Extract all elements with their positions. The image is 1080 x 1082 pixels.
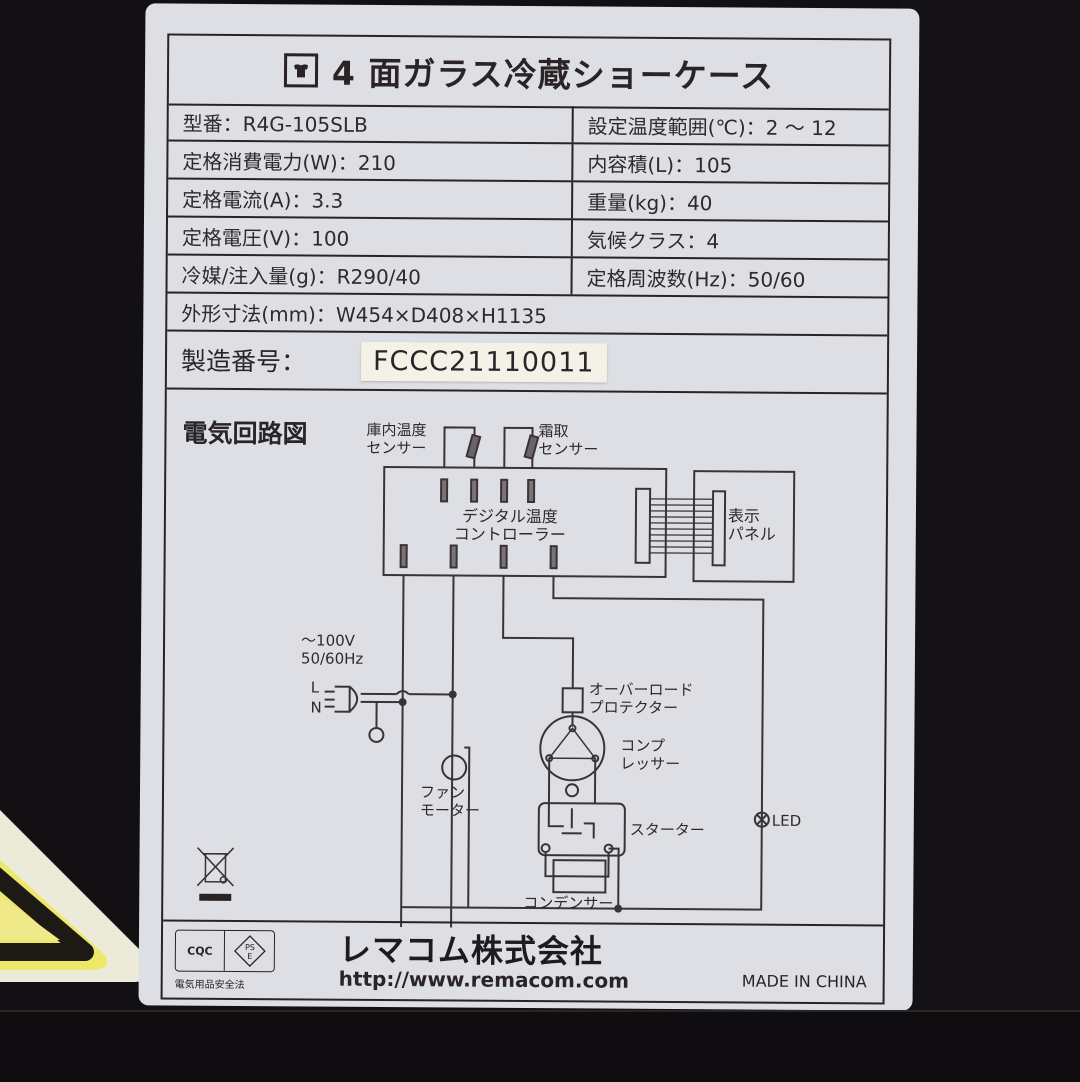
internal-temp-sensor-label: 庫内温度 センサー (366, 421, 426, 457)
spec-row: 型番：R4G-105SLB 設定温度範囲(℃)：2 ～ 12 (168, 103, 889, 147)
label-line: センサー (366, 438, 427, 458)
cqc-mark-icon: CQC (175, 930, 226, 971)
spec-row: 冷媒/注入量(g)：R290/40 定格周波数(Hz)：50/60 (167, 255, 888, 299)
warning-sticker-icon (0, 810, 153, 982)
neutral-label: N (310, 698, 322, 717)
spec-row: 外形寸法(mm)：W454×D408×H1135 (167, 293, 888, 337)
power-supply-label: ～100V 50/60Hz (301, 631, 364, 667)
label-line: センサー (538, 440, 599, 459)
weee-recycle-bin-icon (196, 847, 235, 901)
spec-row: 定格電圧(V)：100 気候クラス：4 (167, 217, 888, 261)
refrigerator-mark-icon (283, 53, 319, 88)
dimensions: 外形寸法(mm)：W454×D408×H1135 (181, 301, 547, 328)
label-line: 霜取 (538, 422, 569, 441)
appliance-body-bottom (0, 1010, 1080, 1082)
product-title: 4 面ガラス冷蔵ショーケース (331, 53, 775, 96)
serial-label: 製造番号： (180, 346, 307, 377)
capacity: 内容積(L)：105 (587, 151, 733, 177)
svg-text:PS: PS (244, 943, 254, 952)
label-line: 庫内温度 (366, 420, 427, 440)
label-line: 50/60Hz (300, 649, 364, 668)
label-line: ファン (419, 783, 466, 802)
label-line: コンプ (620, 736, 665, 755)
label-frame: 4 面ガラス冷蔵ショーケース 型番：R4G-105SLB 設定温度範囲(℃)：2… (160, 33, 892, 1005)
spec-row: 定格電流(A)：3.3 重量(kg)：40 (168, 179, 889, 223)
rated-power: 定格消費電力(W)：210 (168, 141, 574, 181)
controller-label: デジタル温度 コントローラー (453, 506, 566, 545)
live-label: L (310, 678, 320, 697)
label-line: パネル (727, 524, 776, 544)
rated-frequency: 定格周波数(Hz)：50/60 (586, 265, 806, 292)
label-line: モーター (419, 801, 480, 820)
circuit-diagram: 電気回路図 (163, 405, 887, 930)
compressor-label: コンプ レッサー (620, 737, 680, 773)
wiring-diagram-icon (324, 426, 796, 928)
temperature-range: 設定温度範囲(℃)：2 ～ 12 (587, 113, 837, 140)
serial-row: 製造番号： FCCC21110011 (166, 331, 888, 395)
label-line: デジタル温度 (462, 506, 558, 527)
svg-text:E: E (247, 952, 252, 961)
label-line: ～100V (301, 631, 356, 650)
rated-current: 定格電流(A)：3.3 (168, 179, 574, 219)
display-panel-label: 表示 パネル (727, 506, 776, 544)
weight: 重量(kg)：40 (587, 189, 713, 215)
appliance-body-right (900, 0, 1080, 1080)
made-in-label: MADE IN CHINA (741, 971, 867, 992)
spec-label: 4 面ガラス冷蔵ショーケース 型番：R4G-105SLB 設定温度範囲(℃)：2… (138, 3, 920, 1011)
label-title-row: 4 面ガラス冷蔵ショーケース (168, 35, 890, 111)
condenser-label: コンデンサー (523, 893, 614, 913)
electrical-safety-law-label: 電気用品安全法 (174, 979, 245, 992)
label-line: コントローラー (453, 524, 566, 545)
defrost-sensor-label: 霜取 センサー (538, 422, 598, 458)
fan-motor-label: ファン モーター (420, 783, 480, 819)
overload-protector-label: オーバーロード プロテクター (589, 680, 694, 717)
label-line: 表示 (727, 506, 761, 526)
spec-row: 定格消費電力(W)：210 内容積(L)：105 (168, 141, 889, 185)
label-line: プロテクター (588, 698, 679, 718)
climate-class: 気候クラス：4 (586, 227, 720, 253)
model-number: 型番：R4G-105SLB (168, 103, 574, 143)
label-line: オーバーロード (588, 680, 694, 700)
refrigerant: 冷媒/注入量(g)：R290/40 (167, 255, 573, 295)
starter-label: スターター (629, 820, 705, 840)
led-label: LED (771, 811, 802, 830)
rated-voltage: 定格電圧(V)：100 (167, 217, 574, 257)
company-name: レマコム株式会社 (338, 930, 604, 971)
label-line: レッサー (620, 754, 681, 774)
serial-number: FCCC21110011 (360, 341, 607, 383)
spec-table: 型番：R4G-105SLB 設定温度範囲(℃)：2 ～ 12 定格消費電力(W)… (166, 103, 889, 395)
company-url: http://www.remacom.com (338, 966, 630, 993)
